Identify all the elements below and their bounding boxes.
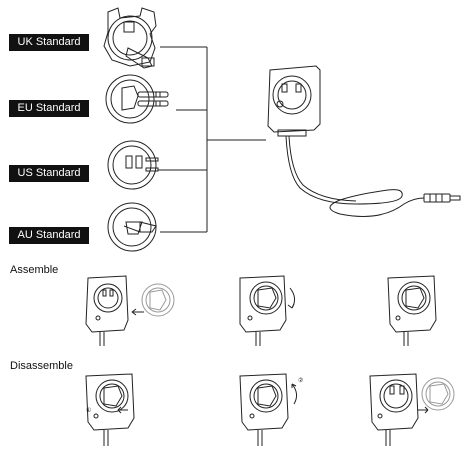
disassemble-step-2-icon: [239, 373, 298, 446]
disassemble-step-3-icon: [369, 373, 455, 446]
assemble-step-3-icon: [387, 275, 437, 346]
assemble-heading: Assemble: [10, 264, 59, 276]
connector-lines: [158, 46, 266, 233]
assemble-step-2-icon: [239, 275, 296, 346]
us-plug-icon: [107, 140, 159, 190]
step-marker-1: ①: [86, 407, 91, 414]
step-marker-2: ②: [298, 377, 303, 384]
assemble-step-1-icon: [85, 275, 175, 346]
disassemble-step-1-icon: [85, 373, 135, 446]
eu-plug-icon: [105, 74, 169, 124]
disassemble-heading: Disassemble: [10, 360, 73, 372]
uk-plug-icon: [103, 7, 157, 69]
power-adapter-icon: [267, 65, 461, 217]
au-standard-label: AU Standard: [9, 227, 89, 244]
au-plug-icon: [107, 202, 157, 252]
us-standard-label: US Standard: [9, 165, 89, 182]
eu-standard-label: EU Standard: [9, 100, 89, 117]
uk-standard-label: UK Standard: [9, 34, 89, 51]
